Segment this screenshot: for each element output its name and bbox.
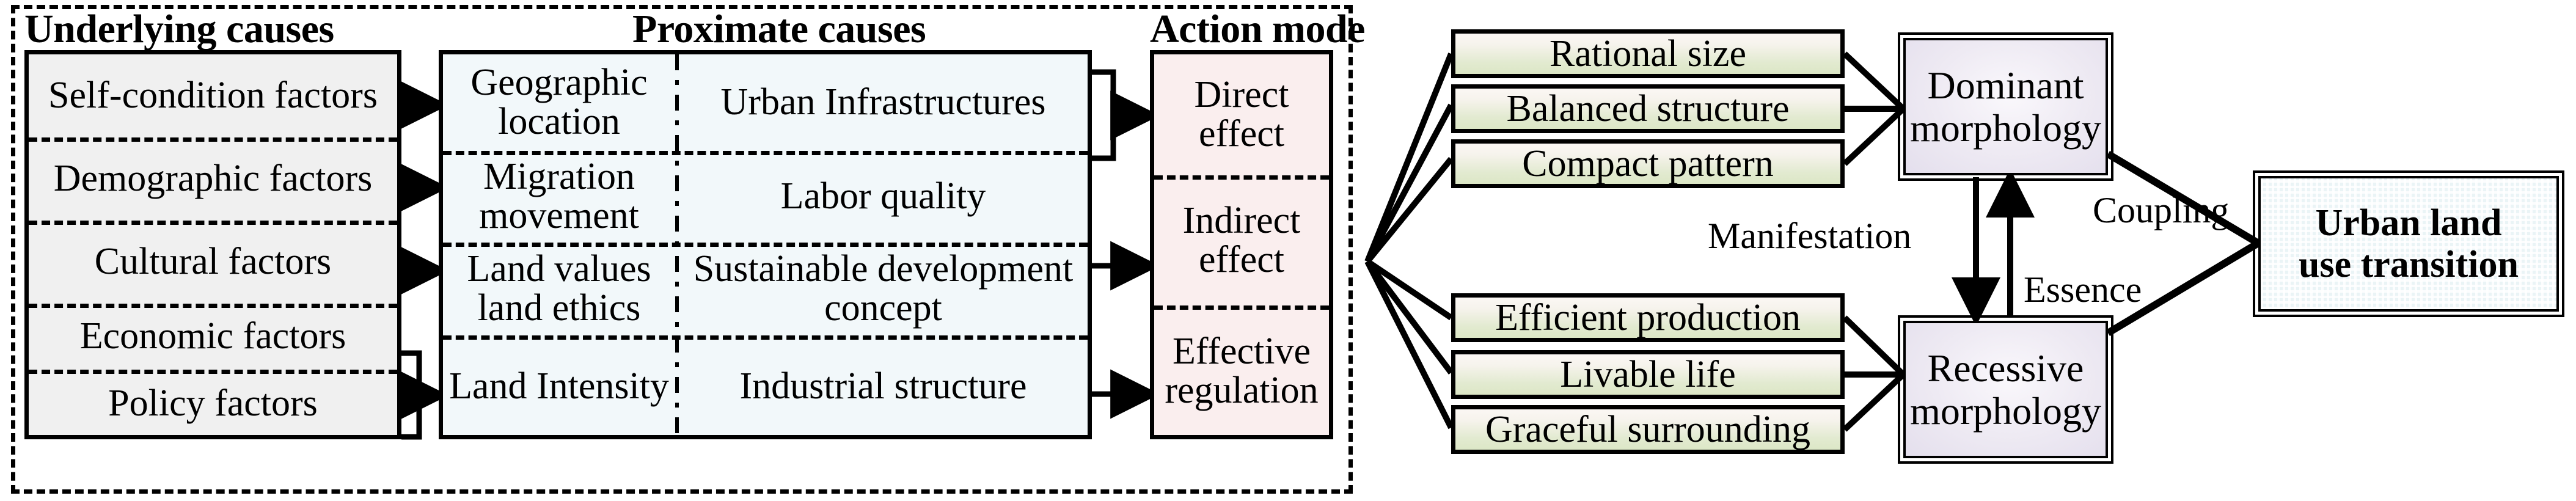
proximate-left-3[interactable]: Land Intensity (449, 365, 669, 407)
coupling-label: Coupling (2093, 190, 2230, 230)
action-mode-divider-0 (1154, 175, 1329, 180)
action-mode-item-1[interactable]: Indirect effect (1182, 199, 1301, 280)
outcome-line-2: use transition (2299, 244, 2519, 285)
action-mode-panel: Direct effect Indirect effect Effective … (1150, 50, 1333, 439)
underlying-causes-panel: Self-condition factors Demographic facto… (24, 50, 401, 439)
underlying-item-0[interactable]: Self-condition factors (48, 75, 378, 117)
underlying-divider-0 (29, 137, 397, 142)
manifestation-label: Manifestation (1708, 216, 1912, 256)
dominant-indicator-0[interactable]: Rational size (1451, 29, 1845, 78)
underlying-divider-2 (29, 304, 397, 308)
recessive-morphology-box[interactable]: Recessive morphology (1898, 315, 2113, 464)
proximate-divider-2 (443, 335, 1088, 340)
action-mode-title: Action mode (1150, 7, 1365, 51)
underlying-causes-frame (11, 5, 1353, 494)
underlying-divider-3 (29, 370, 397, 374)
proximate-left-1[interactable]: Migration movement (479, 156, 639, 236)
proximate-right-0[interactable]: Urban Infrastructures (720, 81, 1046, 123)
action-mode-item-2[interactable]: Effective regulation (1165, 331, 1319, 411)
underlying-item-1[interactable]: Demographic factors (53, 158, 373, 200)
underlying-item-3[interactable]: Economic factors (79, 315, 346, 357)
dominant-morphology-box[interactable]: Dominant morphology (1898, 32, 2113, 181)
proximate-divider-1 (443, 243, 1088, 247)
proximate-right-1[interactable]: Labor quality (780, 175, 986, 218)
dominant-indicator-1[interactable]: Balanced structure (1451, 84, 1845, 133)
recessive-morphology-label: Recessive morphology (1910, 346, 2101, 433)
dominant-indicator-2[interactable]: Compact pattern (1451, 139, 1845, 188)
proximate-left-0[interactable]: Geographic location (470, 62, 648, 142)
proximate-right-2[interactable]: Sustainable development concept (693, 248, 1074, 329)
recessive-indicator-1[interactable]: Livable life (1451, 350, 1845, 399)
proximate-right-3[interactable]: Industrial structure (739, 365, 1027, 407)
proximate-causes-title: Proximate causes (632, 7, 926, 51)
action-mode-divider-1 (1154, 305, 1329, 310)
recessive-indicator-0[interactable]: Efficient production (1451, 293, 1845, 342)
proximate-divider-0 (443, 151, 1088, 155)
underlying-item-4[interactable]: Policy factors (108, 382, 318, 424)
proximate-causes-panel: Geographic location Migration movement L… (439, 50, 1092, 439)
underlying-divider-1 (29, 221, 397, 225)
proximate-left-2[interactable]: Land values land ethics (467, 248, 651, 329)
urban-land-use-transition-box[interactable]: Urban land use transition (2253, 170, 2564, 317)
underlying-causes-title: Underlying causes (24, 7, 334, 51)
outcome-line-1: Urban land (2315, 202, 2502, 244)
dominant-morphology-label: Dominant morphology (1910, 64, 2101, 150)
essence-label: Essence (2024, 269, 2142, 310)
underlying-item-2[interactable]: Cultural factors (94, 241, 332, 283)
recessive-indicator-2[interactable]: Graceful surrounding (1451, 405, 1845, 454)
action-mode-item-0[interactable]: Direct effect (1194, 74, 1289, 155)
